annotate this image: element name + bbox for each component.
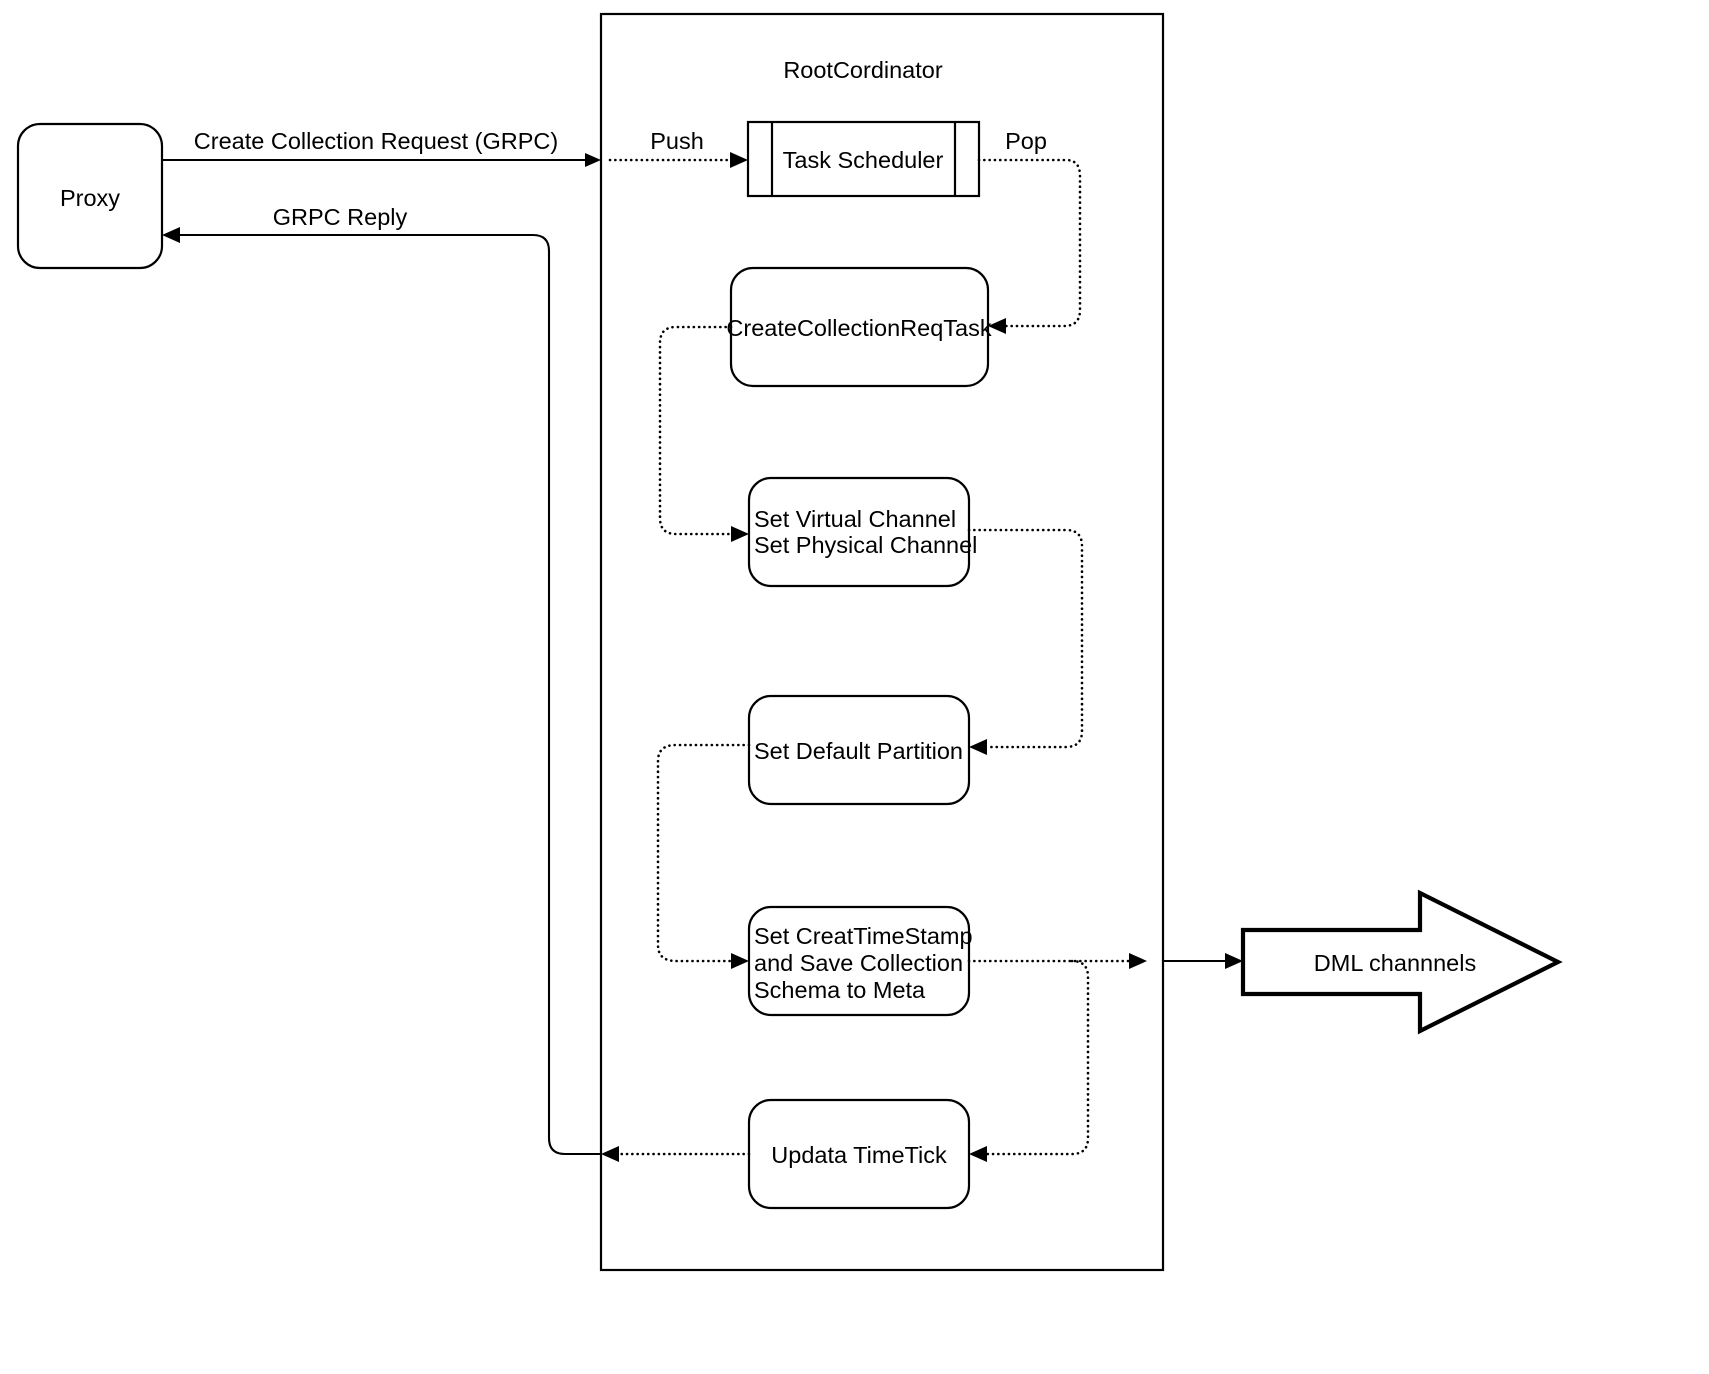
edge-push-arrowhead [730, 152, 748, 168]
edge-label-grpc-reply: GRPC Reply [273, 204, 408, 230]
node-dml-channels-label: DML channnels [1314, 950, 1476, 976]
node-set-create-timestamp-label-line-2: and Save Collection [754, 950, 963, 976]
rootcordinator-container [599, 12, 1165, 1272]
edge-task-to-set-channels-arrowhead [731, 526, 749, 542]
node-task-scheduler-label: Task Scheduler [783, 147, 944, 173]
node-task-scheduler[interactable] [746, 120, 981, 198]
edge-container-to-dml-arrowhead [1225, 953, 1243, 969]
edge-create-timestamp-to-dml-arrowhead [1129, 953, 1147, 969]
edge-create-timestamp-to-update-timetick-arrowhead [969, 1146, 987, 1162]
edge-set-channels-to-default-partition-arrowhead [969, 739, 987, 755]
edge-default-partition-to-create-timestamp [656, 743, 751, 963]
node-set-channels-label-line-2: Set Physical Channel [754, 532, 977, 558]
node-proxy[interactable] [16, 122, 164, 270]
edge-label-push: Push [650, 128, 704, 154]
node-set-channels-label-line-1: Set Virtual Channel [754, 506, 956, 532]
edge-pop-arrowhead [988, 318, 1006, 334]
rootcordinator-title: RootCordinator [783, 57, 943, 83]
node-proxy-label: Proxy [60, 185, 120, 211]
node-dml-channels[interactable] [1240, 889, 1563, 1035]
node-set-create-timestamp-label-line-1: Set CreatTimeStamp [754, 923, 973, 949]
edge-default-partition-to-create-timestamp-arrowhead [731, 953, 749, 969]
edge-grpc-reply [180, 233, 601, 1156]
edge-label-pop: Pop [1005, 128, 1047, 154]
node-set-channels[interactable] [747, 476, 971, 588]
edge-label-create-collection-request: Create Collection Request (GRPC) [194, 128, 558, 154]
node-set-default-partition[interactable] [747, 694, 971, 806]
edge-create-collection-request-arrowhead [585, 153, 601, 167]
edge-task-to-set-channels [658, 325, 733, 536]
node-set-default-partition-label: Set Default Partition [754, 738, 963, 764]
node-create-collection-req-task-label: CreateCollectionReqTask [726, 315, 991, 341]
node-set-create-timestamp-label-line-3: Schema to Meta [754, 977, 926, 1003]
edge-create-timestamp-to-update-timetick [985, 959, 1090, 1156]
edge-pop [977, 158, 1082, 328]
node-update-timetick-label: Updata TimeTick [771, 1142, 947, 1168]
edge-update-timetick-out-arrowhead [601, 1146, 619, 1162]
edge-grpc-reply-arrowhead [162, 227, 180, 243]
